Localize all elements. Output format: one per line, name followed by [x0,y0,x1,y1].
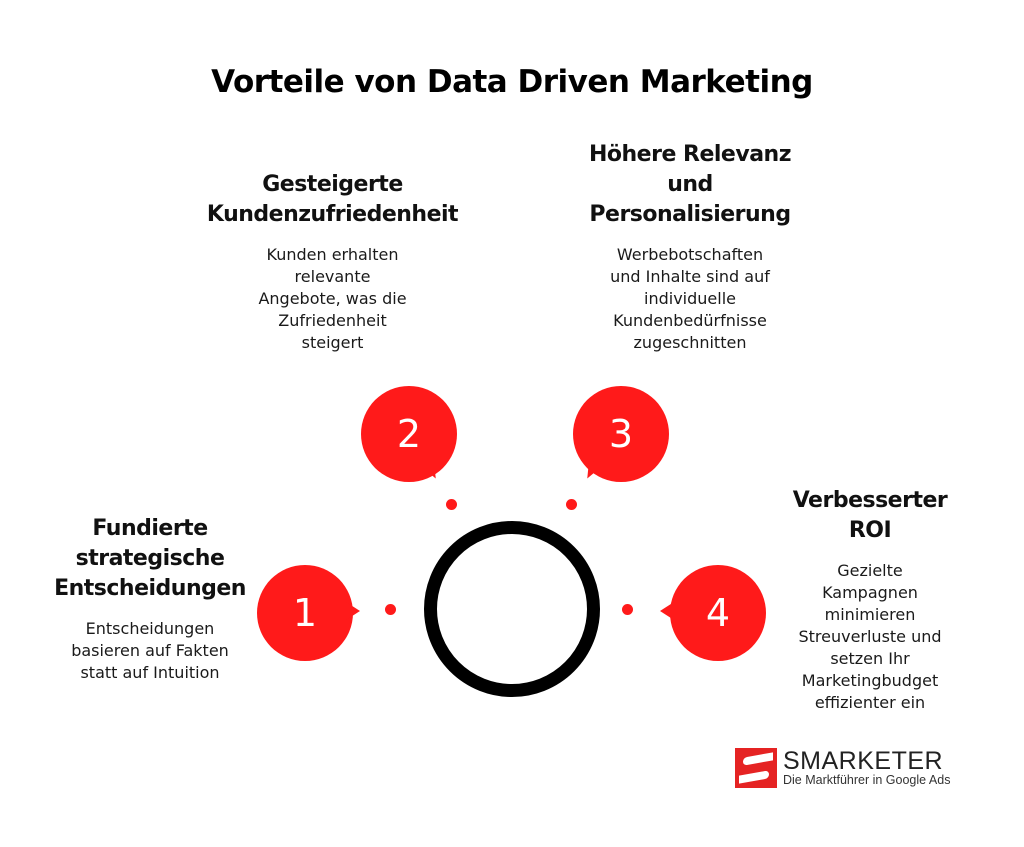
number-4: 4 [705,591,731,635]
bubble-4-tail [660,602,674,620]
connector-dot-2 [446,499,457,510]
benefit-4-text: Verbesserter ROI Gezielte Kampagnen mini… [770,486,970,714]
page-title: Vorteile von Data Driven Marketing [211,64,813,100]
benefit-1-text: Fundierte strategische Entscheidungen En… [40,514,260,684]
smarketer-s-logo-icon [735,748,777,788]
bubble-1-tail [346,602,360,620]
number-bubble-2: 2 [361,386,457,482]
connector-dot-3 [566,499,577,510]
benefit-3-heading: Höhere Relevanz und Personalisierung [588,142,792,227]
benefit-2-text: Gesteigerte Kundenzufriedenheit Kunden e… [190,170,475,354]
connector-dot-1 [385,604,396,615]
benefit-2-heading: Gesteigerte Kundenzufriedenheit [206,172,459,227]
benefit-3-text: Höhere Relevanz und Personalisierung Wer… [560,140,820,354]
number-3: 3 [608,412,634,456]
benefit-4-description: Gezielte Kampagnen minimieren Streuverlu… [798,561,942,712]
benefit-1-description: Entscheidungen basieren auf Fakten statt… [71,619,229,682]
benefit-4-heading: Verbesserter ROI [792,488,948,543]
number-bubble-3: 3 [573,386,669,482]
benefit-1-heading: Fundierte strategische Entscheidungen [54,516,246,601]
logo-tagline: Die Marktführer in Google Ads [783,772,951,787]
bubble-2-tail [418,460,438,482]
number-2: 2 [396,412,422,456]
logo-name: SMARKETER [783,746,944,775]
number-bubble-1: 1 [257,565,353,661]
number-bubble-4: 4 [670,565,766,661]
connector-dot-4 [622,604,633,615]
smarketer-logo: SMARKETER Die Marktführer in Google Ads [735,748,950,788]
benefit-2-description: Kunden erhalten relevante Angebote, was … [258,245,407,352]
central-ring [424,521,600,697]
benefit-3-description: Werbebotschaften und Inhalte sind auf in… [610,245,770,352]
number-1: 1 [292,591,318,635]
